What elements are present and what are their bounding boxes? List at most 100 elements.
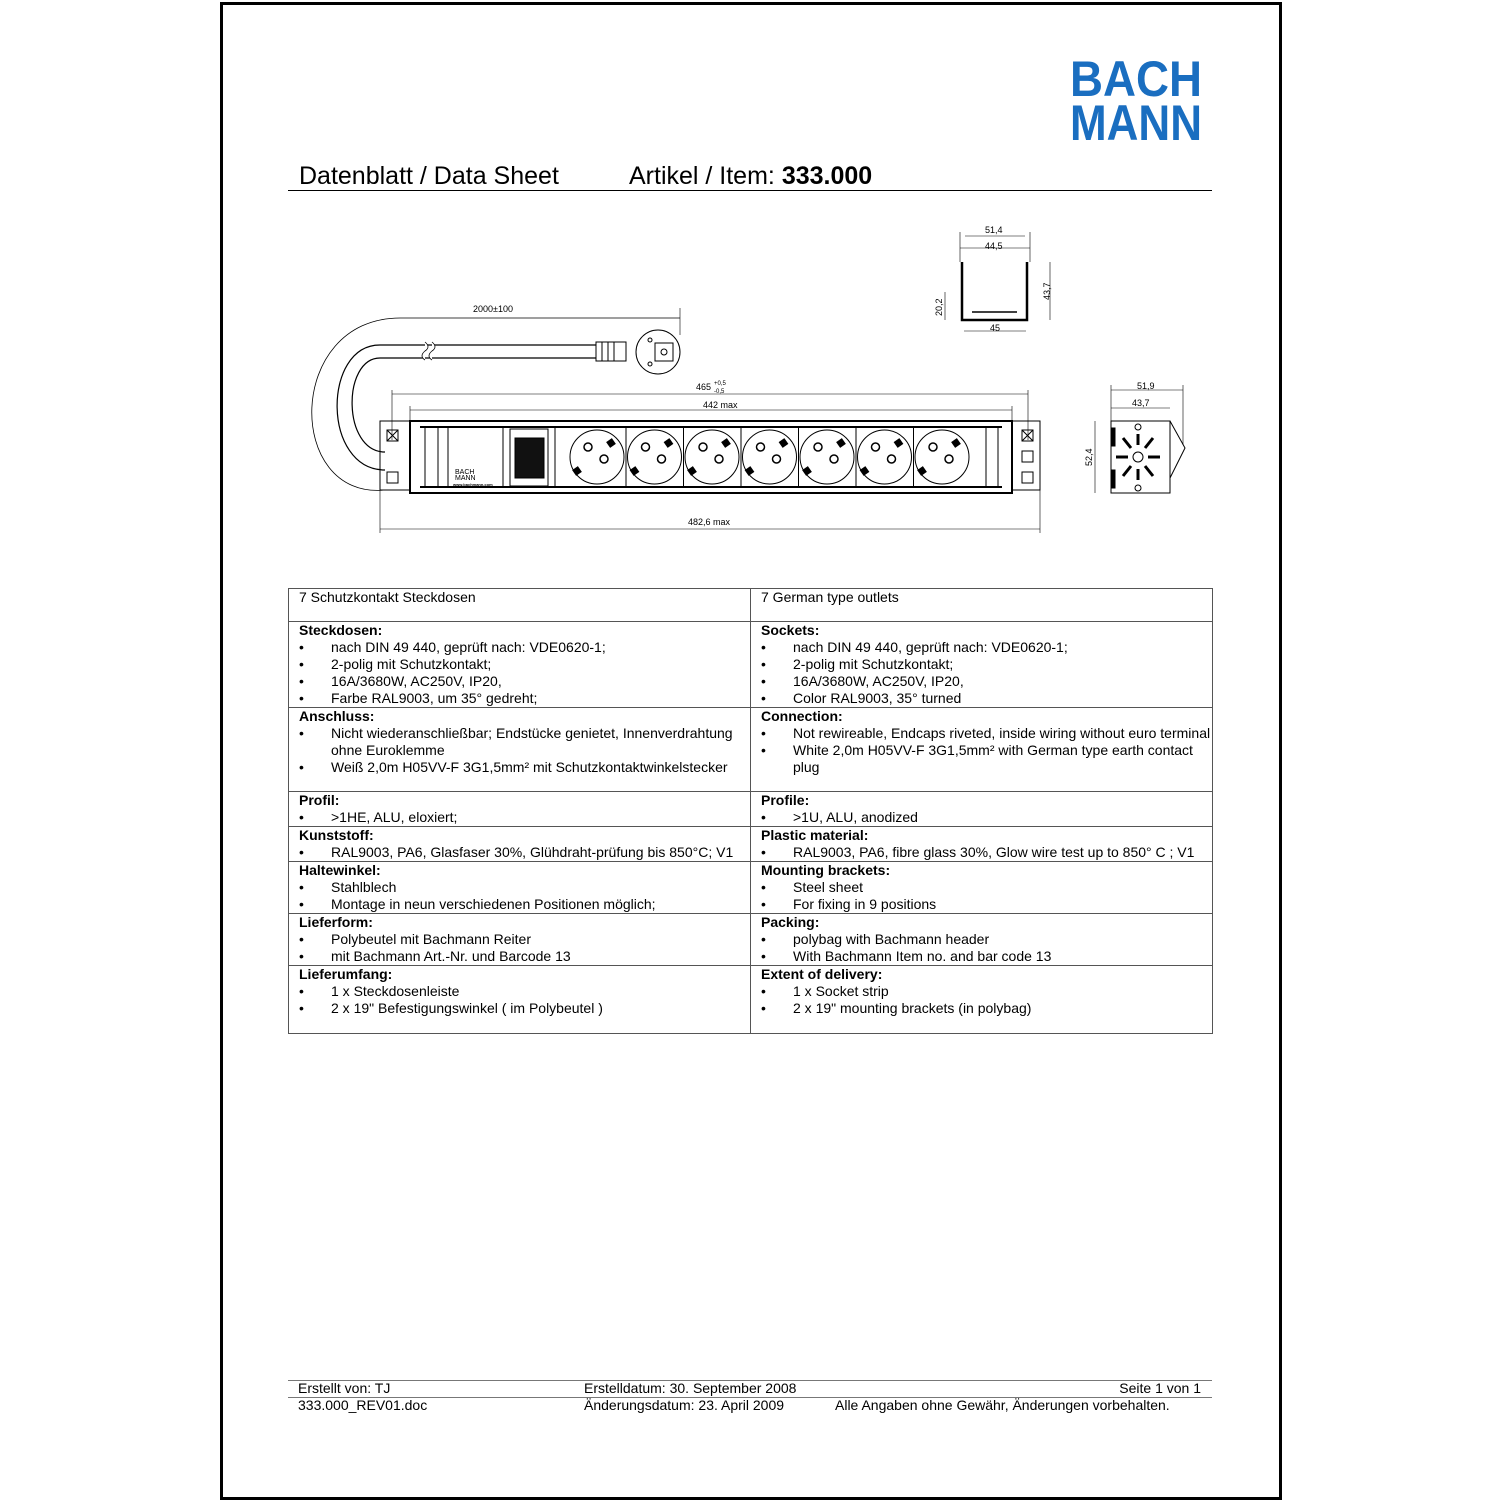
cell-de: Steckdosen:nach DIN 49 440, geprüft nach… (288, 621, 751, 708)
tolerance-lower: -0,5 (714, 389, 725, 395)
list-item: Not rewireable, Endcaps riveted, inside … (761, 725, 1212, 742)
cell-de: Haltewinkel:StahlblechMontage in neun ve… (288, 861, 751, 914)
bullet-list: nach DIN 49 440, geprüft nach: VDE0620-1… (761, 639, 1212, 707)
list-item: Montage in neun verschiedenen Positionen… (299, 896, 750, 913)
section-title: Plastic material: (761, 827, 869, 843)
profile-width-inner: 44,5 (985, 241, 1003, 251)
section-title: Kunststoff: (299, 827, 374, 843)
end-view (1094, 385, 1186, 494)
bullet-list: Nicht wiederanschließbar; Endstücke geni… (299, 725, 750, 776)
bullet-list: Polybeutel mit Bachmann Reitermit Bachma… (299, 931, 750, 965)
cell-de: Lieferform:Polybeutel mit Bachmann Reite… (288, 913, 751, 966)
cable-length-label: 2000±100 (473, 304, 513, 314)
bullet-list: 1 x Steckdosenleiste2 x 19" Befestigungs… (299, 983, 750, 1017)
section-title: Profil: (299, 792, 340, 808)
table-row: Lieferform:Polybeutel mit Bachmann Reite… (288, 913, 1213, 966)
cell-en: Sockets:nach DIN 49 440, geprüft nach: V… (750, 621, 1213, 708)
list-item: Steel sheet (761, 879, 1212, 896)
list-item: >1HE, ALU, eloxiert; (299, 809, 750, 826)
section-title: Haltewinkel: (299, 862, 381, 878)
cell-de: Kunststoff:RAL9003, PA6, Glasfaser 30%, … (288, 826, 751, 862)
logo-line-1: BACH (1070, 52, 1202, 107)
section-title: Profile: (761, 792, 810, 808)
technical-drawing: 2000±100 465 +0,5 -0,5 442 max 482,6 max (311, 225, 1186, 533)
table-row: Profil:>1HE, ALU, eloxiert;Profile:>1U, … (288, 791, 1213, 827)
footer-created-date: Erstelldatum: 30. September 2008 (584, 1380, 797, 1396)
section-title: Sockets: (761, 622, 820, 638)
table-row: Haltewinkel:StahlblechMontage in neun ve… (288, 861, 1213, 914)
section-title: Packing: (761, 914, 820, 930)
cell-de: Anschluss:Nicht wiederanschließbar; Ends… (288, 707, 751, 792)
cell-en: Plastic material:RAL9003, PA6, fibre gla… (750, 826, 1213, 862)
item-label: Artikel / Item: (629, 162, 775, 190)
intro-de: 7 Schutzkontakt Steckdosen (288, 588, 751, 622)
list-item: nach DIN 49 440, geprüft nach: VDE0620-1… (299, 639, 750, 656)
footer-disclaimer: Alle Angaben ohne Gewähr, Änderungen vor… (835, 1397, 1170, 1413)
cable (311, 308, 681, 491)
total-width-label: 482,6 max (688, 517, 731, 527)
list-item: White 2,0m H05VV-F 3G1,5mm² with German … (761, 742, 1212, 776)
cell-en: Extent of delivery:1 x Socket strip2 x 1… (750, 965, 1213, 1034)
footer-file: 333.000_REV01.doc (298, 1397, 428, 1413)
bullet-list: nach DIN 49 440, geprüft nach: VDE0620-1… (299, 639, 750, 707)
profile-width-outer: 51,4 (985, 225, 1003, 235)
list-item: Color RAL9003, 35° turned (761, 690, 1212, 707)
table-row-intro: 7 Schutzkontakt Steckdosen 7 German type… (288, 588, 1213, 622)
bullet-list: 1 x Socket strip2 x 19" mounting bracket… (761, 983, 1212, 1017)
cell-de: Lieferumfang:1 x Steckdosenleiste2 x 19"… (288, 965, 751, 1034)
end-width-outer: 51,9 (1137, 381, 1155, 391)
list-item: 2-polig mit Schutzkontakt; (761, 656, 1212, 673)
tolerance-upper: +0,5 (714, 381, 727, 387)
inner-width-label: 442 max (703, 400, 738, 410)
list-item: Farbe RAL9003, um 35° gedreht; (299, 690, 750, 707)
table-row: Anschluss:Nicht wiederanschließbar; Ends… (288, 707, 1213, 792)
socket-outlet (857, 427, 914, 487)
list-item: nach DIN 49 440, geprüft nach: VDE0620-1… (761, 639, 1212, 656)
cell-en: Profile:>1U, ALU, anodized (750, 791, 1213, 827)
logo-line-2: MANN (1070, 95, 1202, 147)
strip-brand-2: MANN (455, 475, 476, 482)
table-row: Lieferumfang:1 x Steckdosenleiste2 x 19"… (288, 965, 1213, 1034)
socket-outlet (914, 429, 970, 485)
section-title: Connection: (761, 708, 843, 724)
socket-outlet (569, 427, 627, 487)
section-title: Lieferform: (299, 914, 373, 930)
cell-de: Profil:>1HE, ALU, eloxiert; (288, 791, 751, 827)
footer-rule-top (288, 1380, 1212, 1381)
list-item: With Bachmann Item no. and bar code 13 (761, 948, 1212, 965)
socket-outlet (684, 427, 742, 487)
footer-created-by: Erstellt von: TJ (298, 1380, 391, 1396)
socket-outlet (742, 427, 799, 487)
cell-en: Connection:Not rewireable, Endcaps rivet… (750, 707, 1213, 792)
document-title: Datenblatt / Data Sheet (299, 162, 559, 190)
bullet-list: RAL9003, PA6, Glasfaser 30%, Glühdraht-p… (299, 844, 750, 861)
table-row: Kunststoff:RAL9003, PA6, Glasfaser 30%, … (288, 826, 1213, 862)
list-item: 16A/3680W, AC250V, IP20, (299, 673, 750, 690)
list-item: RAL9003, PA6, fibre glass 30%, Glow wire… (761, 844, 1212, 861)
list-item: 2-polig mit Schutzkontakt; (299, 656, 750, 673)
footer-changed-date: Änderungsdatum: 23. April 2009 (584, 1397, 785, 1413)
length-465-label: 465 (696, 382, 711, 392)
header-rule (288, 190, 1212, 191)
bachmann-logo: BACH MANN (1070, 52, 1202, 147)
list-item: Polybeutel mit Bachmann Reiter (299, 931, 750, 948)
end-height: 52,4 (1084, 448, 1094, 466)
strip-url: www.bachmann.com (452, 482, 493, 487)
profile-side-height: 20,2 (934, 298, 944, 316)
table-row: Steckdosen:nach DIN 49 440, geprüft nach… (288, 621, 1213, 708)
bullet-list: Steel sheetFor fixing in 9 positions (761, 879, 1212, 913)
list-item: For fixing in 9 positions (761, 896, 1212, 913)
bullet-list: >1U, ALU, anodized (761, 809, 1212, 826)
profile-bottom: 45 (990, 323, 1000, 333)
list-item: mit Bachmann Art.-Nr. und Barcode 13 (299, 948, 750, 965)
section-title: Extent of delivery: (761, 966, 883, 982)
socket-outlet (627, 427, 684, 487)
specification-table: 7 Schutzkontakt Steckdosen 7 German type… (288, 588, 1213, 1034)
section-title: Anschluss: (299, 708, 375, 724)
list-item: Nicht wiederanschließbar; Endstücke geni… (299, 725, 750, 759)
socket-outlet (799, 427, 857, 487)
cell-en: Packing:polybag with Bachmann headerWith… (750, 913, 1213, 966)
cell-en: Mounting brackets:Steel sheetFor fixing … (750, 861, 1213, 914)
bullet-list: Not rewireable, Endcaps riveted, inside … (761, 725, 1212, 776)
